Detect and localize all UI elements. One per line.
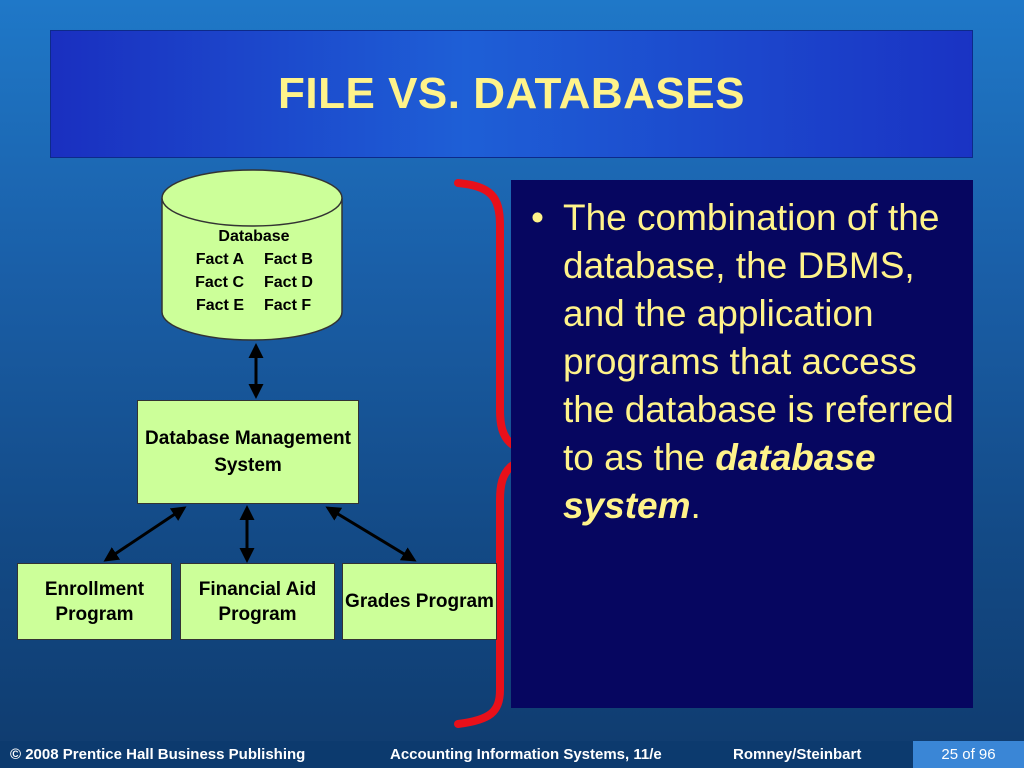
enrollment-program-label: Enrollment Program — [44, 578, 145, 625]
footer-authors: Romney/Steinbart — [733, 746, 862, 763]
bullet-text: The combination of the database, the DBM… — [563, 197, 954, 478]
dbms-label: Database Management System — [145, 428, 351, 476]
database-label-block: Database Fact A Fact B Fact C Fact D Fac… — [165, 225, 343, 317]
database-facts: Fact A Fact B Fact C Fact D Fact E Fact … — [165, 248, 343, 317]
bullet-text-block: The combination of the database, the DBM… — [563, 194, 961, 530]
fact-e: Fact E — [195, 297, 244, 314]
footer-copyright: © 2008 Prentice Hall Business Publishing — [10, 746, 306, 763]
grades-program-box: Grades Program — [342, 563, 497, 640]
fact-a: Fact A — [195, 251, 244, 268]
slide-title: FILE VS. DATABASES — [278, 69, 745, 118]
enrollment-program-box: Enrollment Program — [17, 563, 172, 640]
fact-f: Fact F — [264, 297, 312, 314]
dbms-box: Database Management System — [137, 400, 359, 504]
database-cylinder — [161, 169, 343, 341]
bullet-end: . — [690, 485, 701, 526]
fact-d: Fact D — [264, 274, 313, 291]
financial-aid-program-box: Financial Aid Program — [180, 563, 335, 640]
bullet-panel: • The combination of the database, the D… — [511, 180, 973, 708]
grades-program-label: Grades Program — [345, 591, 494, 612]
financial-aid-program-label: Financial Aid Program — [198, 578, 317, 625]
footer-bar: © 2008 Prentice Hall Business Publishing… — [0, 741, 1024, 768]
dbms-enrollment-arrow — [103, 506, 187, 562]
title-band: FILE VS. DATABASES — [50, 30, 973, 158]
footer-course: Accounting Information Systems, 11/e — [390, 746, 662, 763]
bullet-emphasis: database system — [563, 437, 876, 526]
bullet-item: • The combination of the database, the D… — [531, 194, 961, 530]
page-number: 25 of 96 — [913, 741, 1024, 768]
fact-c: Fact C — [195, 274, 244, 291]
bullet-dot: • — [531, 197, 544, 238]
fact-b: Fact B — [264, 251, 313, 268]
database-label: Database — [218, 228, 290, 245]
dbms-grades-arrow — [325, 506, 417, 562]
